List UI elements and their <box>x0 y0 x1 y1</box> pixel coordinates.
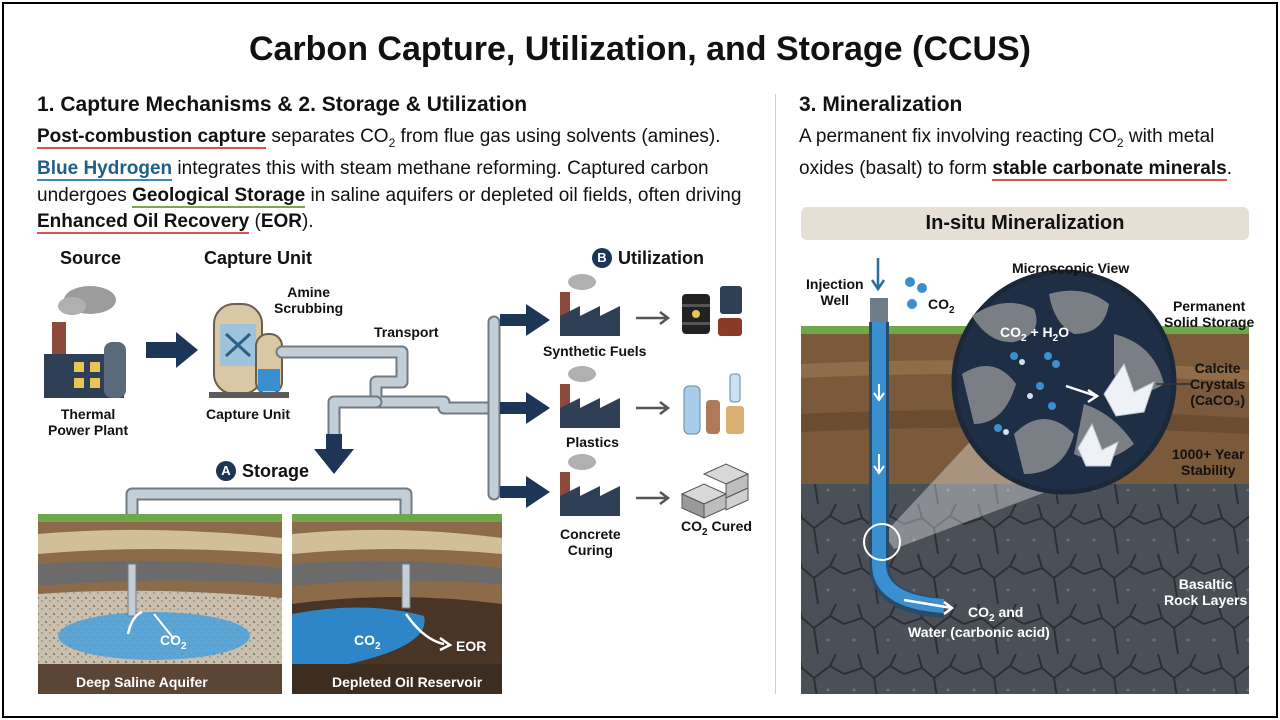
concrete-blocks-icon <box>682 464 748 518</box>
amine-scrubbing-label: Amine Scrubbing <box>274 284 343 316</box>
fuel-barrel-icon <box>682 286 742 336</box>
calcite-label: Calcite Crystals (CaCO₃) <box>1190 360 1245 408</box>
microscopic-view-label: Microscopic View <box>1012 260 1129 276</box>
carbonic-acid-label: Water (carbonic acid) <box>908 624 1050 640</box>
left-diagram <box>4 4 1276 716</box>
reservoir-co2-label: CO2 <box>354 632 381 655</box>
arrow-right-icon <box>500 304 550 336</box>
transport-label: Transport <box>374 324 439 340</box>
stability-label: 1000+ Year Stability <box>1172 446 1245 478</box>
arrow-right-icon <box>636 492 668 504</box>
capture-unit-label: Capture Unit <box>206 406 290 422</box>
in-situ-banner: In-situ Mineralization <box>801 207 1249 240</box>
basaltic-label: Basaltic Rock Layers <box>1164 576 1247 608</box>
arrow-right-icon <box>636 402 668 414</box>
power-plant-label: Thermal Power Plant <box>48 406 128 438</box>
arrow-right-icon <box>146 332 198 368</box>
arrow-right-icon <box>500 476 550 508</box>
factory-icon <box>560 366 620 428</box>
concrete-curing-label: Concrete Curing <box>560 526 621 558</box>
factory-icon <box>560 454 620 516</box>
factory-icon <box>560 274 620 336</box>
microscopic-view-circle <box>954 272 1174 492</box>
oil-reservoir-cross-section <box>292 514 502 694</box>
source-label: Source <box>60 248 121 269</box>
eor-label: EOR <box>456 638 486 654</box>
co2-bubbles-label: CO2 <box>928 296 955 319</box>
capture-label: Capture Unit <box>204 248 312 269</box>
aquifer-label: Deep Saline Aquifer <box>76 674 208 690</box>
utilization-badge: B <box>592 248 612 268</box>
arrow-right-icon <box>636 312 668 324</box>
storage-badge: A <box>216 461 236 481</box>
aquifer-co2-label: CO2 <box>160 632 187 655</box>
reservoir-label: Depleted Oil Reservoir <box>332 674 482 690</box>
injection-well-label: Injection Well <box>806 276 864 308</box>
arrow-right-icon <box>500 392 550 424</box>
saline-aquifer-cross-section <box>38 514 282 694</box>
permanent-storage-label: Permanent Solid Storage <box>1164 298 1254 330</box>
arrow-down-icon <box>314 434 354 474</box>
power-plant-icon <box>44 286 126 398</box>
co2-cured-label: CO2 Cured <box>681 518 752 541</box>
plastics-label: Plastics <box>566 434 619 450</box>
reaction-label: CO2 + H2O <box>1000 324 1069 347</box>
synthetic-fuels-label: Synthetic Fuels <box>543 343 646 359</box>
plastic-bottles-icon <box>684 374 744 434</box>
